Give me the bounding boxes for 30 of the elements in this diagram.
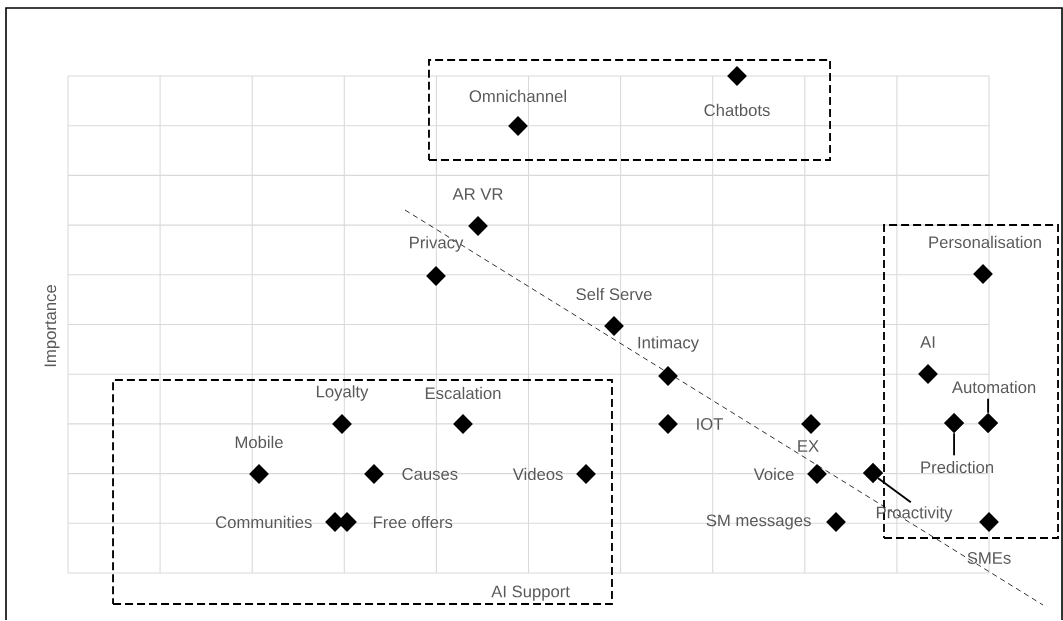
leader-line — [877, 477, 912, 504]
axis-title: Importance — [44, 285, 60, 367]
point-label: Omnichannel — [469, 89, 566, 103]
leader-line — [953, 432, 955, 457]
point-label: Mobile — [235, 435, 283, 449]
point-label: IOT — [697, 418, 723, 430]
point-label: Prediction — [921, 460, 994, 474]
point-label: SM messages — [706, 514, 811, 530]
point-label: Personalisation — [929, 235, 1041, 249]
point-label: Self Serve — [576, 287, 652, 301]
point-label: AI — [920, 336, 935, 348]
point-label: Videos — [512, 467, 563, 481]
point-label: Automation — [951, 380, 1036, 394]
diamond-marker — [977, 412, 999, 434]
diamond-marker — [943, 412, 965, 434]
point-label: AR VR — [452, 188, 503, 200]
point-label: Free offers — [373, 515, 453, 529]
point-label: EX — [798, 440, 819, 452]
point-label: Intimacy — [638, 336, 699, 352]
point-label: SMEs — [967, 552, 1011, 564]
diamond-marker — [862, 462, 884, 484]
point-label: Chatbots — [704, 103, 770, 117]
point-label: Privacy — [410, 236, 464, 252]
point-label: Loyalty — [316, 385, 369, 401]
leader-line — [987, 397, 989, 414]
point-label: Causes — [402, 468, 458, 480]
point-label: Communities — [216, 515, 312, 529]
point-label: Voice — [753, 467, 794, 481]
dashed-box — [428, 59, 831, 161]
point-label: Escalation — [425, 386, 501, 400]
